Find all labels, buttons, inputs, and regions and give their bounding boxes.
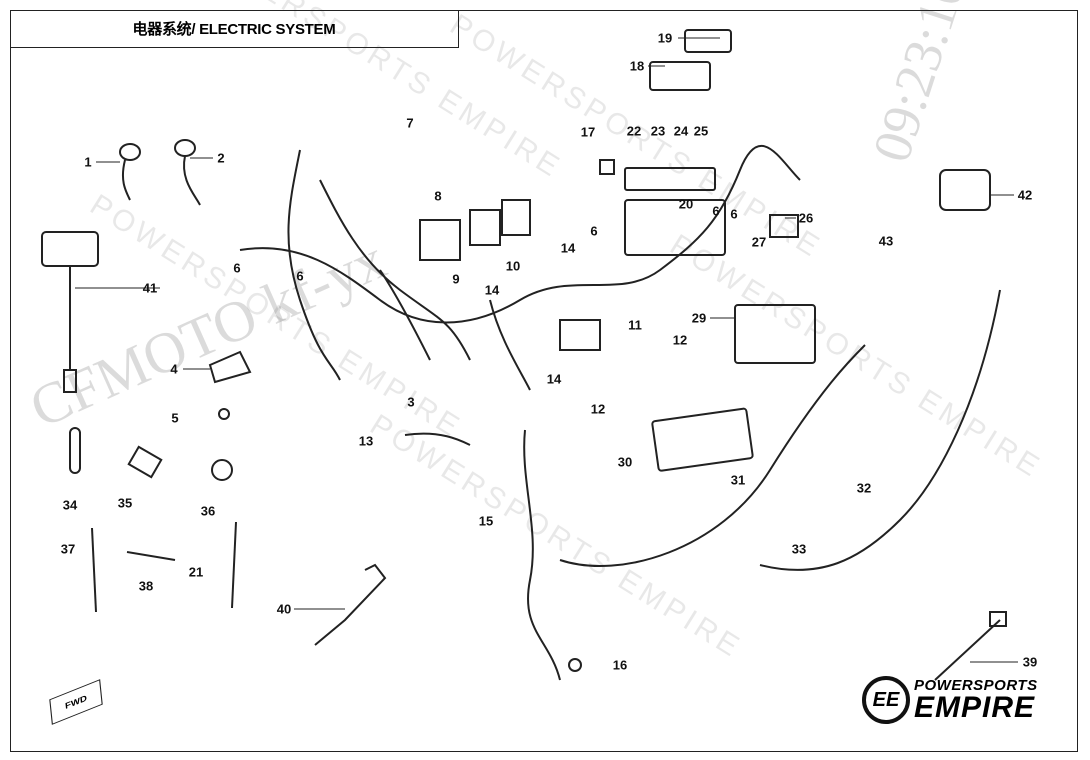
callout-22: 22 — [626, 123, 642, 139]
callout-6: 6 — [233, 260, 241, 276]
fwd-label: FWD — [64, 693, 88, 711]
callout-1: 1 — [84, 154, 92, 170]
callout-15: 15 — [478, 513, 494, 529]
callout-35: 35 — [117, 495, 133, 511]
callout-27: 27 — [751, 234, 767, 250]
diagram-frame — [10, 10, 1078, 752]
callout-36: 36 — [200, 503, 216, 519]
callout-12: 12 — [590, 401, 606, 417]
callout-30: 30 — [617, 454, 633, 470]
callout-11: 11 — [628, 317, 642, 333]
callout-43: 43 — [878, 233, 894, 249]
callout-3: 3 — [407, 394, 415, 410]
main-harness — [239, 144, 801, 324]
callout-37: 37 — [60, 541, 76, 557]
part-19-cover — [684, 29, 732, 53]
callout-29: 29 — [691, 310, 707, 326]
callout-26: 26 — [798, 210, 814, 226]
callout-32: 32 — [856, 480, 872, 496]
callout-21: 21 — [188, 564, 204, 580]
callout-6: 6 — [296, 268, 304, 284]
logo-top-text: POWERSPORTS — [914, 676, 1038, 694]
callout-34: 34 — [62, 497, 78, 513]
callout-14: 14 — [484, 282, 500, 298]
callout-16: 16 — [612, 657, 628, 673]
callout-25: 25 — [693, 123, 709, 139]
callout-6: 6 — [590, 223, 598, 239]
callout-41: 41 — [142, 280, 158, 296]
brand-logo: EE POWERSPORTS EMPIRE — [862, 676, 1038, 724]
callout-18: 18 — [629, 58, 645, 74]
callout-23: 23 — [650, 123, 666, 139]
callout-6: 6 — [712, 203, 720, 219]
callout-10: 10 — [505, 258, 521, 274]
part-29-battery — [734, 304, 816, 364]
callout-33: 33 — [791, 541, 807, 557]
callout-38: 38 — [138, 578, 154, 594]
callout-24: 24 — [673, 123, 689, 139]
part-18-ecu — [649, 61, 711, 91]
callout-40: 40 — [276, 601, 292, 617]
part-30-module — [651, 407, 754, 472]
part-fusebox — [624, 199, 726, 256]
callout-17: 17 — [580, 124, 596, 140]
callout-14: 14 — [546, 371, 562, 387]
logo-bottom-text: EMPIRE — [914, 690, 1036, 724]
callout-7: 7 — [406, 115, 414, 131]
leader-lines — [75, 37, 1018, 663]
part-42-sensor — [939, 169, 991, 211]
callout-4: 4 — [170, 361, 178, 377]
callout-13: 13 — [358, 433, 374, 449]
callout-12: 12 — [672, 332, 688, 348]
callout-14: 14 — [560, 240, 576, 256]
callout-31: 31 — [730, 472, 746, 488]
callout-8: 8 — [434, 188, 442, 204]
callout-42: 42 — [1017, 187, 1033, 203]
logo-mark-icon: EE — [862, 676, 910, 724]
callout-9: 9 — [452, 271, 460, 287]
callout-2: 2 — [217, 150, 225, 166]
callout-6: 6 — [730, 206, 738, 222]
callout-20: 20 — [678, 196, 694, 212]
logo-mark-text: EE — [872, 688, 900, 711]
callout-39: 39 — [1022, 654, 1038, 670]
part-41-relay — [41, 231, 99, 267]
page-title: 电器系统/ ELECTRIC SYSTEM — [10, 10, 459, 48]
callout-5: 5 — [171, 410, 179, 426]
callout-19: 19 — [657, 30, 673, 46]
